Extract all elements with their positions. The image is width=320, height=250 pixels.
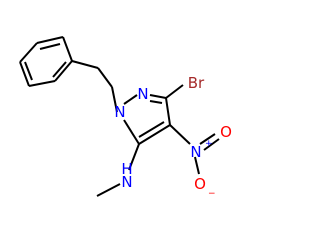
bond-benzene-6 xyxy=(19,42,38,63)
bond-c4-c5 xyxy=(138,124,171,145)
atom-nitro-n-label: N xyxy=(190,143,201,161)
atom-o-double-label: O xyxy=(220,123,232,141)
bond-benzene-inner-3 xyxy=(24,61,33,81)
bond-n1-n2 xyxy=(123,94,138,105)
atom-o-single-charge: − xyxy=(208,189,216,199)
atom-n2-label: N xyxy=(137,85,148,103)
atom-nitro-n-charge: + xyxy=(205,139,213,149)
pyrazole-ring xyxy=(111,86,171,145)
bond-benzene-3 xyxy=(54,60,73,82)
bond-nitro-o-single xyxy=(194,156,200,175)
bond-c3-c4 xyxy=(165,97,171,126)
bond-ch2-n1 xyxy=(111,86,118,113)
bond-nitro-o-double-1 xyxy=(199,133,216,145)
bond-benzene-2 xyxy=(62,36,73,62)
bond-benzene-1 xyxy=(36,36,64,44)
atom-n1-label: N xyxy=(114,103,125,121)
bond-c4-nitro xyxy=(169,124,191,145)
atom-o-single-label: O xyxy=(194,175,206,193)
bond-c4-c5-inner xyxy=(138,121,165,138)
bond-n2-c3-inner xyxy=(149,100,163,104)
molecule-structure-canvas: N N Br N + O O − N H xyxy=(19,36,232,199)
bond-ring-ch2 xyxy=(71,60,99,69)
bond-nitro-o-double-2 xyxy=(203,138,220,151)
bond-benzene-inner-2 xyxy=(52,61,67,78)
molecule-svg: N N Br N + O O − N H xyxy=(19,36,232,199)
bond-c5-amine xyxy=(128,143,140,171)
benzene-ring xyxy=(19,36,73,87)
atom-amine-h-label: H xyxy=(121,160,132,178)
bond-c3-br xyxy=(165,84,184,99)
bond-benzene-4 xyxy=(28,80,56,87)
bond-benzene-5 xyxy=(19,61,30,87)
bond-amine-methyl xyxy=(96,183,121,197)
bond-benzene-inner-1 xyxy=(39,43,61,50)
bond-c5-n1 xyxy=(123,119,140,145)
bond-n2-c3 xyxy=(149,94,167,99)
bond-ch2-ring xyxy=(97,67,113,88)
atom-br-label: Br xyxy=(188,74,205,92)
atom-amine-n-label: N xyxy=(121,173,132,191)
